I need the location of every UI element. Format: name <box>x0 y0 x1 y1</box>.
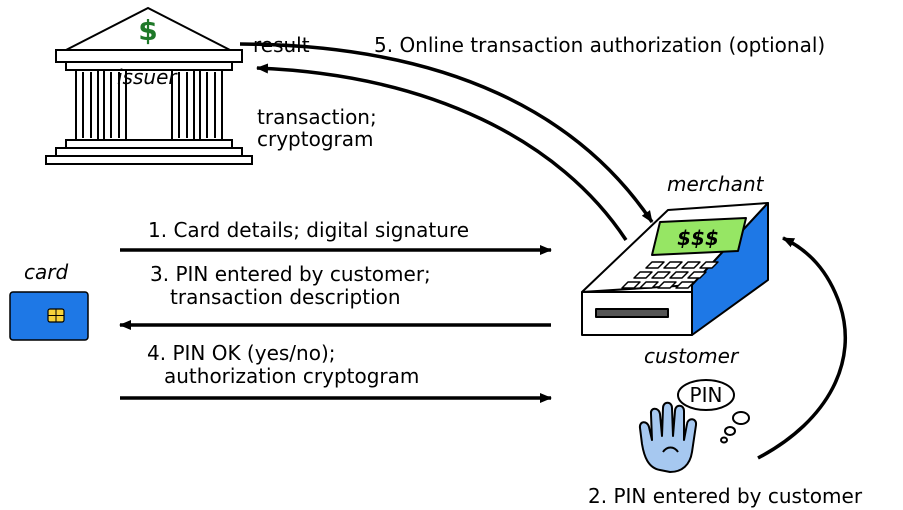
step3-label-line2: transaction description <box>170 285 401 309</box>
result-arrow <box>239 42 654 223</box>
step1-label: 1. Card details; digital signature <box>148 218 469 242</box>
hand-icon <box>638 401 698 473</box>
step2-arrow <box>757 236 848 460</box>
transaction-arrow <box>256 63 628 241</box>
bank-dollar-sign: $ <box>138 14 157 47</box>
terminal-display-text: $$$ <box>677 226 719 250</box>
pin-bubble-text: PIN <box>690 383 723 407</box>
step4-label-line1: 4. PIN OK (yes/no); <box>147 341 336 365</box>
customer-label: customer <box>644 344 740 368</box>
cryptogram-label: cryptogram <box>257 127 373 151</box>
step3-label-line1: 3. PIN entered by customer; <box>150 262 431 286</box>
transaction-label: transaction; <box>257 105 377 129</box>
bank-card-icon <box>9 291 89 341</box>
merchant-label: merchant <box>667 172 765 196</box>
payment-terminal-icon <box>581 202 769 336</box>
card-label: card <box>24 260 68 284</box>
thought-bubble-icon <box>677 379 750 444</box>
step2-label: 2. PIN entered by customer <box>588 484 863 508</box>
issuer-label: issuer <box>117 65 178 89</box>
bank-building-icon <box>45 6 253 165</box>
step5-label: 5. Online transaction authorization (opt… <box>374 33 825 57</box>
step4-label-line2: authorization cryptogram <box>164 364 419 388</box>
